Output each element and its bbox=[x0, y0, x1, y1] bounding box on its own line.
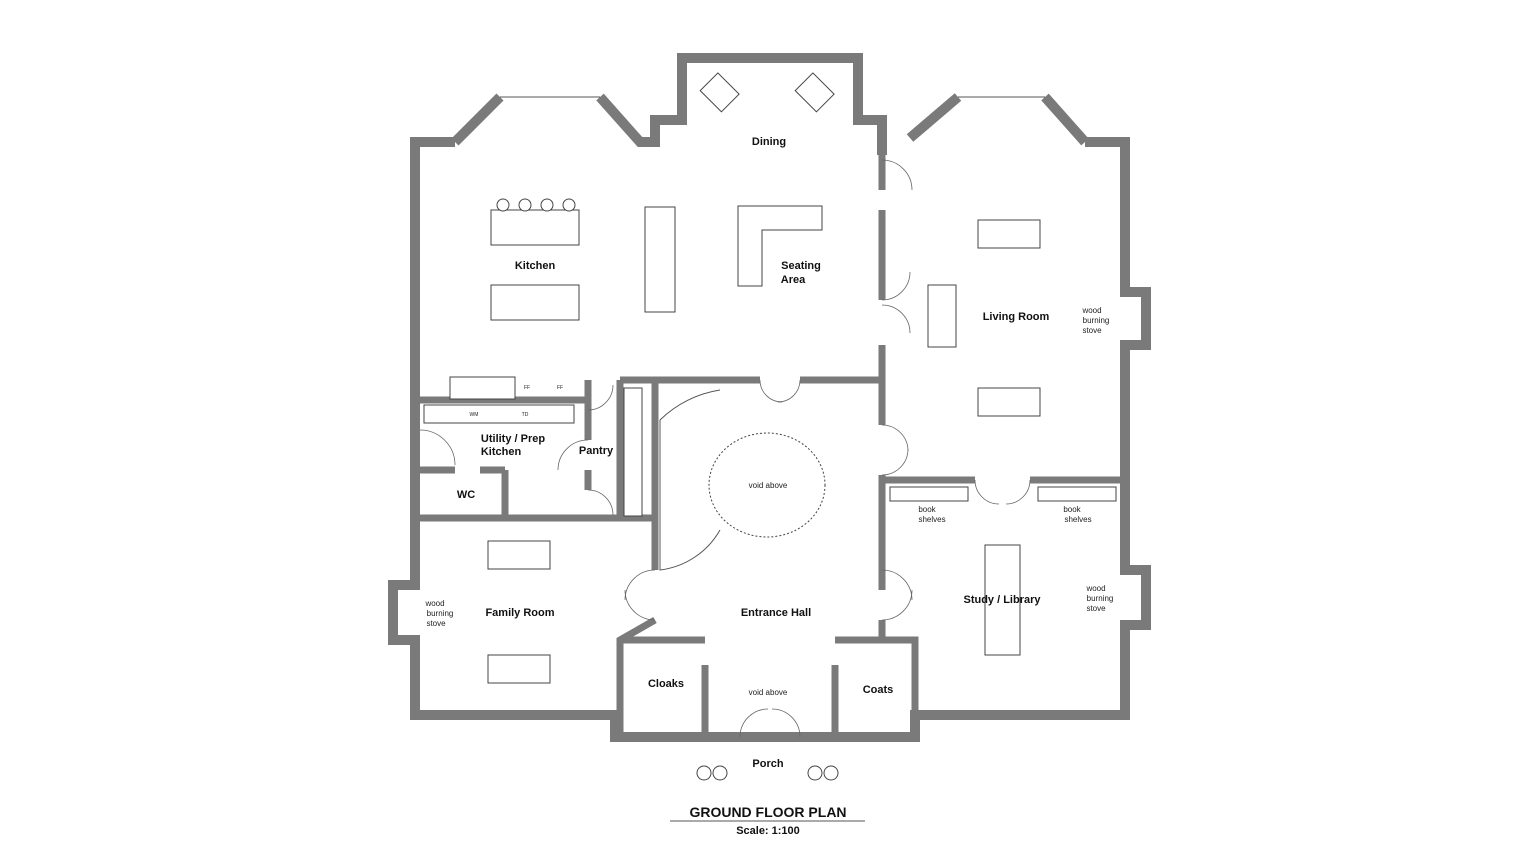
fridge-freezer-label-2: FF bbox=[557, 385, 563, 391]
furniture bbox=[423, 72, 1117, 822]
svg-text:wood: wood bbox=[1081, 306, 1101, 315]
stove-note-study: wood burning stove bbox=[1085, 584, 1113, 613]
svg-text:book: book bbox=[1063, 505, 1081, 514]
room-label-utility-2: Kitchen bbox=[481, 446, 522, 458]
room-label-family: Family Room bbox=[485, 607, 554, 619]
svg-text:stove: stove bbox=[426, 619, 446, 628]
plan-scale: Scale: 1:100 bbox=[736, 825, 800, 837]
shelves-note-left: book shelves bbox=[918, 505, 945, 524]
room-label-cloaks: Cloaks bbox=[648, 678, 684, 690]
room-label-study: Study / Library bbox=[963, 594, 1041, 606]
exterior-walls bbox=[388, 53, 1151, 742]
room-label-seating-2: Area bbox=[781, 274, 806, 286]
tumble-dryer-label: TD bbox=[522, 412, 529, 418]
svg-text:shelves: shelves bbox=[1064, 515, 1091, 524]
room-label-living: Living Room bbox=[983, 311, 1050, 323]
room-label-utility-1: Utility / Prep bbox=[481, 433, 545, 445]
svg-text:burning: burning bbox=[1087, 594, 1114, 603]
room-label-coats: Coats bbox=[863, 684, 894, 696]
room-label-kitchen: Kitchen bbox=[515, 260, 556, 272]
svg-text:shelves: shelves bbox=[918, 515, 945, 524]
shelves-note-right: book shelves bbox=[1063, 505, 1091, 524]
washing-machine-label: WM bbox=[470, 412, 479, 418]
svg-text:book: book bbox=[918, 505, 936, 514]
fridge-freezer-label-1: FF bbox=[524, 385, 530, 391]
plan-title: GROUND FLOOR PLAN bbox=[689, 804, 846, 820]
room-label-dining: Dining bbox=[752, 136, 786, 148]
void-label-porch: void above bbox=[749, 688, 788, 697]
void-label-stair: void above bbox=[749, 481, 788, 490]
room-label-wc: WC bbox=[457, 489, 475, 501]
stove-note-living: wood burning stove bbox=[1081, 306, 1109, 335]
room-label-seating-1: Seating bbox=[781, 260, 821, 272]
svg-text:stove: stove bbox=[1086, 604, 1106, 613]
room-label-entrance: Entrance Hall bbox=[741, 607, 811, 619]
doors bbox=[419, 159, 1031, 738]
interior-walls bbox=[420, 155, 1125, 735]
svg-text:burning: burning bbox=[1083, 316, 1110, 325]
room-label-pantry: Pantry bbox=[579, 445, 614, 457]
svg-text:wood: wood bbox=[1085, 584, 1105, 593]
svg-text:burning: burning bbox=[427, 609, 454, 618]
svg-text:stove: stove bbox=[1082, 326, 1102, 335]
stove-note-family: wood burning stove bbox=[424, 599, 453, 628]
svg-text:wood: wood bbox=[424, 599, 444, 608]
room-label-porch: Porch bbox=[752, 758, 783, 770]
